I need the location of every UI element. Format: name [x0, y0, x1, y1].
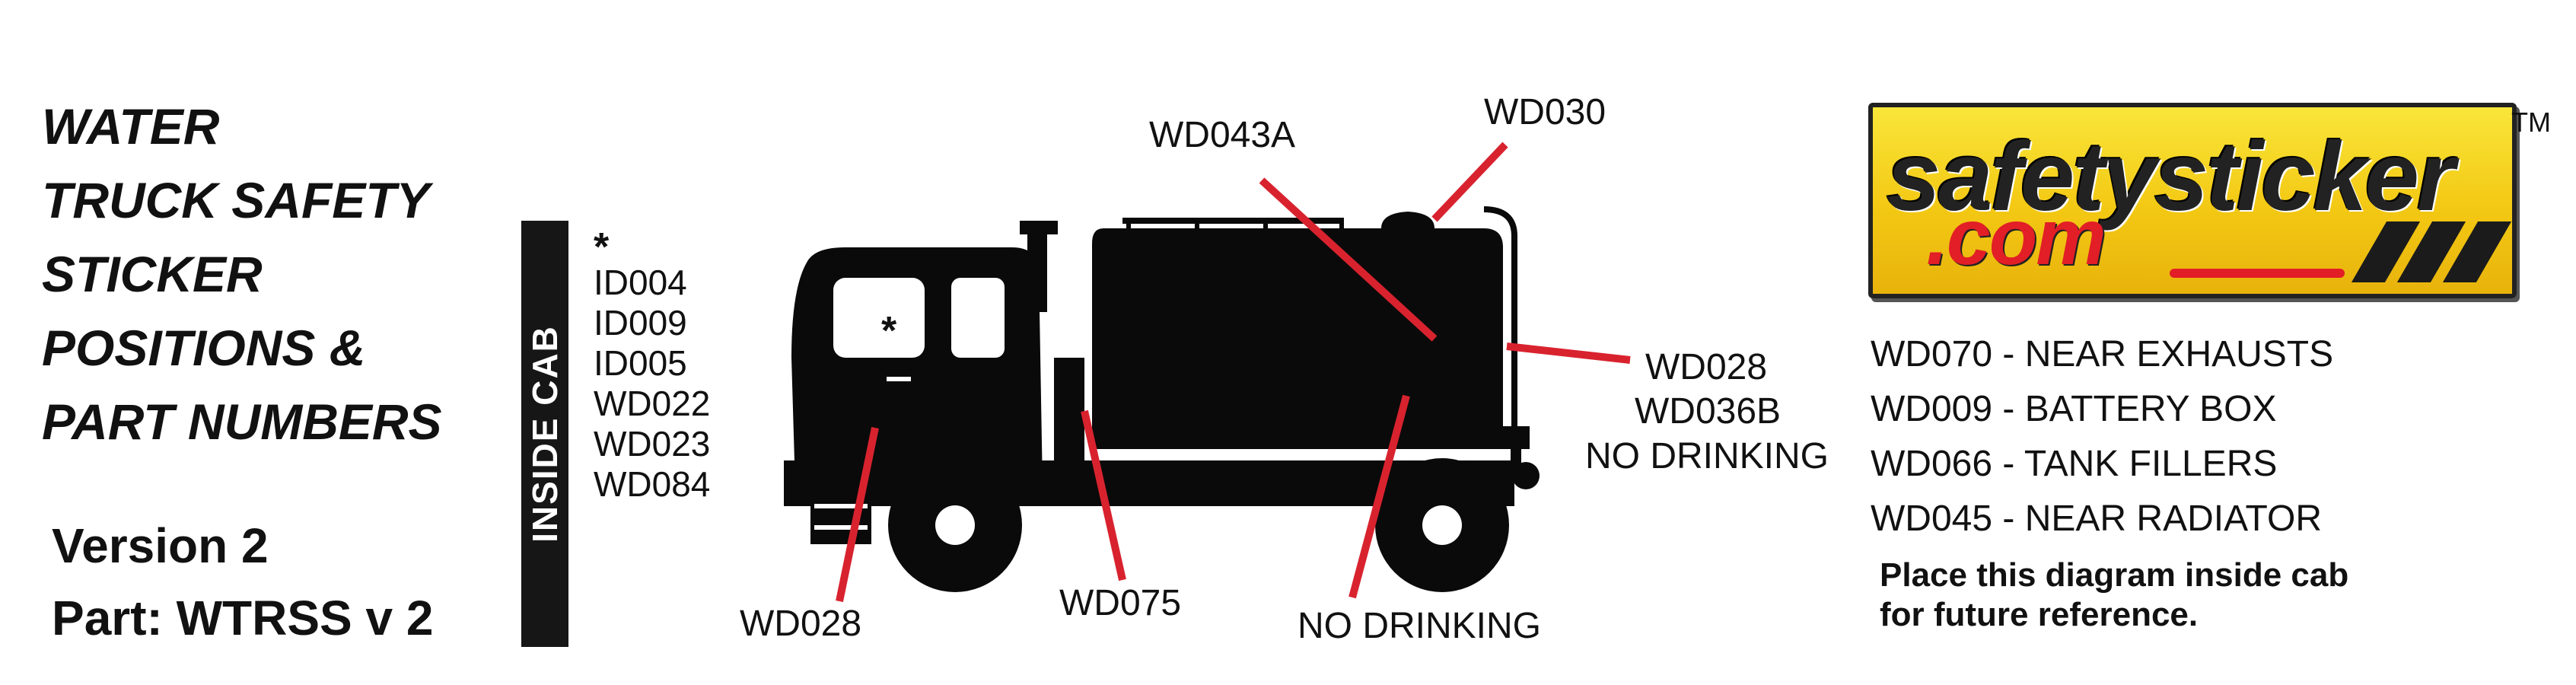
callout-line-wd075 — [1081, 409, 1126, 581]
exhaust-stack — [1027, 221, 1047, 312]
version-label: Version 2 — [52, 518, 269, 573]
callout-line-wd028-bottom — [836, 426, 879, 603]
callout-wd028-bottom: WD028 — [740, 604, 862, 644]
placement-note: Place this diagram inside cab for future… — [1880, 556, 2348, 635]
inside-cab-list: * ID004 ID009 ID005 WD022 WD023 WD084 — [594, 225, 711, 505]
water-tank — [1092, 228, 1503, 449]
legend-item: WD070 - NEAR EXHAUSTS — [1871, 334, 2334, 374]
title-line-4: POSITIONS & — [42, 320, 366, 376]
safetysticker-logo: safetysticker .com — [1868, 103, 2517, 298]
logo-box: safetysticker .com — [1868, 103, 2517, 298]
title-line-1: WATER — [42, 98, 220, 155]
callout-line-wd030 — [1431, 142, 1508, 222]
callout-wd028-right: WD028 — [1645, 347, 1768, 387]
logo-underline — [2170, 269, 2345, 278]
cab-star-marker: * — [881, 309, 897, 353]
part-number-label: Part: WTRSS v 2 — [52, 591, 434, 645]
title-line-2: TRUCK SAFETY — [42, 172, 430, 228]
inside-cab-item: WD084 — [594, 464, 711, 504]
callout-wd043a: WD043A — [1149, 115, 1296, 155]
callout-wd075: WD075 — [1059, 583, 1182, 623]
legend-list: WD070 - NEAR EXHAUSTS WD009 - BATTERY BO… — [1871, 327, 2333, 546]
logo-sub-text: .com — [1926, 193, 2106, 282]
title-block: WATER TRUCK SAFETY STICKER POSITIONS & P… — [42, 90, 442, 459]
inside-cab-star: * — [594, 225, 610, 269]
inside-cab-item: WD022 — [594, 384, 711, 423]
callout-line-no-drinking — [1348, 394, 1410, 599]
inside-cab-item: WD023 — [594, 424, 711, 464]
note-line-2: for future reference. — [1880, 596, 2199, 633]
cab-window-front — [833, 278, 925, 358]
callout-no-drinking-right: NO DRINKING — [1585, 436, 1829, 476]
callout-wd036b: WD036B — [1635, 391, 1782, 432]
callout-lines — [836, 142, 1631, 603]
inside-cab-bar: INSIDE CAB — [521, 221, 568, 647]
inside-cab-item: ID009 — [594, 303, 687, 342]
tank-filler — [1381, 212, 1434, 228]
callout-line-wd028-right — [1506, 342, 1631, 364]
rear-ladder — [1483, 206, 1517, 426]
callout-no-drinking-bottom: NO DRINKING — [1298, 606, 1542, 646]
note-line-1: Place this diagram inside cab — [1880, 556, 2349, 594]
legend-item: WD045 - NEAR RADIATOR — [1871, 499, 2322, 539]
trademark-symbol: TM — [2511, 107, 2551, 138]
inside-cab-item: ID005 — [594, 343, 687, 383]
door-handle — [887, 377, 911, 381]
callout-wd030: WD030 — [1484, 92, 1606, 132]
cab-window-side — [951, 278, 1005, 358]
logo-main-text: safetysticker — [1887, 123, 2455, 231]
legend-item: WD009 - BATTERY BOX — [1871, 389, 2277, 429]
cab-rear-equipment — [1054, 358, 1084, 464]
title-line-5: PART NUMBERS — [42, 393, 442, 450]
title-line-3: STICKER — [42, 246, 263, 302]
legend-item: WD066 - TANK FILLERS — [1871, 444, 2278, 484]
callout-line-wd043a — [1259, 177, 1438, 342]
inside-cab-item: ID004 — [594, 263, 687, 302]
rear-hub — [1422, 505, 1462, 545]
front-hub — [935, 505, 975, 545]
